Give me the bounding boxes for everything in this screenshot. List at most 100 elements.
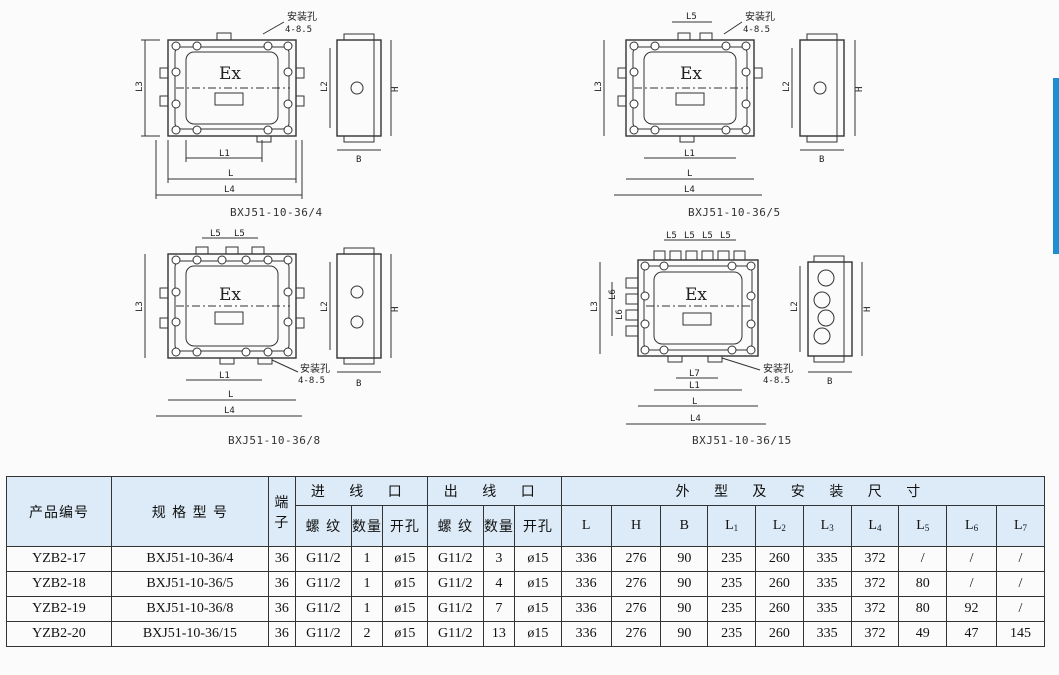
dim-l4: L4 bbox=[684, 185, 695, 195]
header-dim-subscript: 6 bbox=[973, 523, 979, 533]
table-cell: G11/2 bbox=[294, 621, 352, 647]
table-cell: / bbox=[995, 546, 1046, 572]
table-cell: 336 bbox=[560, 571, 612, 597]
hole-label: 安装孔 bbox=[763, 362, 793, 375]
dim-l: L bbox=[228, 390, 233, 400]
header-dim: L4 bbox=[850, 505, 900, 547]
dim-l1: L1 bbox=[219, 371, 230, 381]
hole-size: 4-8.5 bbox=[763, 376, 790, 386]
header-outlet: 出 线 口 bbox=[426, 476, 562, 506]
dim-h: H bbox=[391, 307, 401, 312]
dim-l2: L2 bbox=[790, 301, 800, 312]
table-cell: BXJ51-10-36/8 bbox=[110, 596, 269, 622]
table-header-row: 产品编号 规 格 型 号 端子 进 线 口 出 线 口 外 型 及 安 装 尺 … bbox=[6, 476, 1046, 547]
table-cell: ø15 bbox=[514, 596, 562, 622]
header-dim-letter: B bbox=[679, 518, 690, 533]
table-cell: 3 bbox=[482, 546, 516, 572]
table-cell: 336 bbox=[560, 596, 612, 622]
header-terminal: 端子 bbox=[267, 476, 296, 547]
drawing-36-4 bbox=[141, 21, 392, 199]
dim-b: B bbox=[356, 155, 361, 165]
header-dim-letter: L bbox=[820, 518, 830, 533]
table-cell: 4 bbox=[482, 571, 516, 597]
header-inlet-hole: 开孔 bbox=[382, 505, 428, 547]
dim-l1: L1 bbox=[684, 149, 695, 159]
dim-l: L bbox=[687, 169, 692, 179]
dim-l5: L5 bbox=[666, 231, 677, 241]
header-inlet-thread: 螺 纹 bbox=[294, 505, 352, 547]
table-cell: 49 bbox=[898, 621, 948, 647]
ex-mark: Ex bbox=[219, 64, 241, 84]
header-dim: L3 bbox=[802, 505, 852, 547]
table-cell: 260 bbox=[755, 571, 804, 597]
table-cell: YZB2-18 bbox=[6, 571, 112, 597]
table-cell: G11/2 bbox=[426, 621, 484, 647]
header-dim: H bbox=[610, 505, 662, 547]
dim-b: B bbox=[827, 377, 832, 387]
table-cell: / bbox=[995, 596, 1046, 622]
header-inlet: 进 线 口 bbox=[294, 476, 428, 506]
dim-l3: L3 bbox=[135, 301, 145, 312]
table-cell: 36 bbox=[267, 596, 296, 622]
header-dim-subscript: 2 bbox=[781, 523, 786, 533]
header-dimensions: 外 型 及 安 装 尺 寸 bbox=[560, 476, 1046, 506]
dim-l2: L2 bbox=[320, 301, 330, 312]
table-cell: G11/2 bbox=[426, 571, 484, 597]
table-cell: ø15 bbox=[514, 621, 562, 647]
table-cell: 90 bbox=[660, 546, 709, 572]
dim-l5: L5 bbox=[684, 231, 695, 241]
hole-label: 安装孔 bbox=[745, 10, 775, 23]
dim-l1: L1 bbox=[689, 381, 700, 391]
table-cell: 276 bbox=[610, 571, 662, 597]
dim-h: H bbox=[391, 87, 401, 92]
drawing-36-8 bbox=[144, 237, 392, 417]
table-cell: 276 bbox=[610, 621, 662, 647]
hole-size: 4-8.5 bbox=[743, 25, 770, 35]
header-dim: L5 bbox=[898, 505, 948, 547]
spec-table: 产品编号 规 格 型 号 端子 进 线 口 出 线 口 外 型 及 安 装 尺 … bbox=[6, 476, 1046, 647]
header-dim: L1 bbox=[707, 505, 756, 547]
header-dim-letter: L bbox=[916, 518, 925, 533]
header-dim: L bbox=[560, 505, 612, 547]
header-dim-subscript: 3 bbox=[829, 523, 834, 533]
dim-l5: L5 bbox=[702, 231, 713, 241]
table-cell: 235 bbox=[707, 621, 756, 647]
table-cell: YZB2-20 bbox=[6, 621, 112, 647]
table-cell: YZB2-17 bbox=[6, 546, 112, 572]
header-dim-letter: L bbox=[772, 518, 782, 533]
table-cell: 372 bbox=[850, 596, 900, 622]
header-dim-letter: L bbox=[581, 518, 591, 533]
table-cell: 235 bbox=[707, 546, 756, 572]
dim-l4: L4 bbox=[224, 406, 235, 416]
page-edge-tab bbox=[1053, 78, 1059, 254]
table-cell: 1 bbox=[350, 596, 384, 622]
table-cell: 335 bbox=[802, 571, 852, 597]
header-dim-letter: L bbox=[868, 518, 877, 533]
table-cell: G11/2 bbox=[294, 571, 352, 597]
table-cell: 80 bbox=[898, 596, 948, 622]
dim-h: H bbox=[855, 87, 865, 92]
table-cell: 260 bbox=[755, 621, 804, 647]
table-cell: G11/2 bbox=[426, 596, 484, 622]
table-cell: 276 bbox=[610, 596, 662, 622]
table-cell: 335 bbox=[802, 596, 852, 622]
header-dim-letter: H bbox=[630, 518, 642, 533]
header-outlet-hole: 开孔 bbox=[514, 505, 562, 547]
drawings-area: Ex 安装孔 4-8.5 L1 L L4 L3 L2 H B Ex L5 安装孔… bbox=[135, 10, 873, 447]
table-cell: / bbox=[898, 546, 948, 572]
table-cell: 276 bbox=[610, 546, 662, 572]
table-cell: 145 bbox=[995, 621, 1046, 647]
table-cell: 36 bbox=[267, 546, 296, 572]
table-cell: 335 bbox=[802, 546, 852, 572]
table-cell: 90 bbox=[660, 621, 709, 647]
table-cell: 7 bbox=[482, 596, 516, 622]
table-cell: / bbox=[995, 571, 1046, 597]
dim-l5: L5 bbox=[234, 229, 245, 239]
header-outlet-thread: 螺 纹 bbox=[426, 505, 484, 547]
table-cell: 260 bbox=[755, 546, 804, 572]
table-cell: 47 bbox=[946, 621, 997, 647]
table-cell: 13 bbox=[482, 621, 516, 647]
